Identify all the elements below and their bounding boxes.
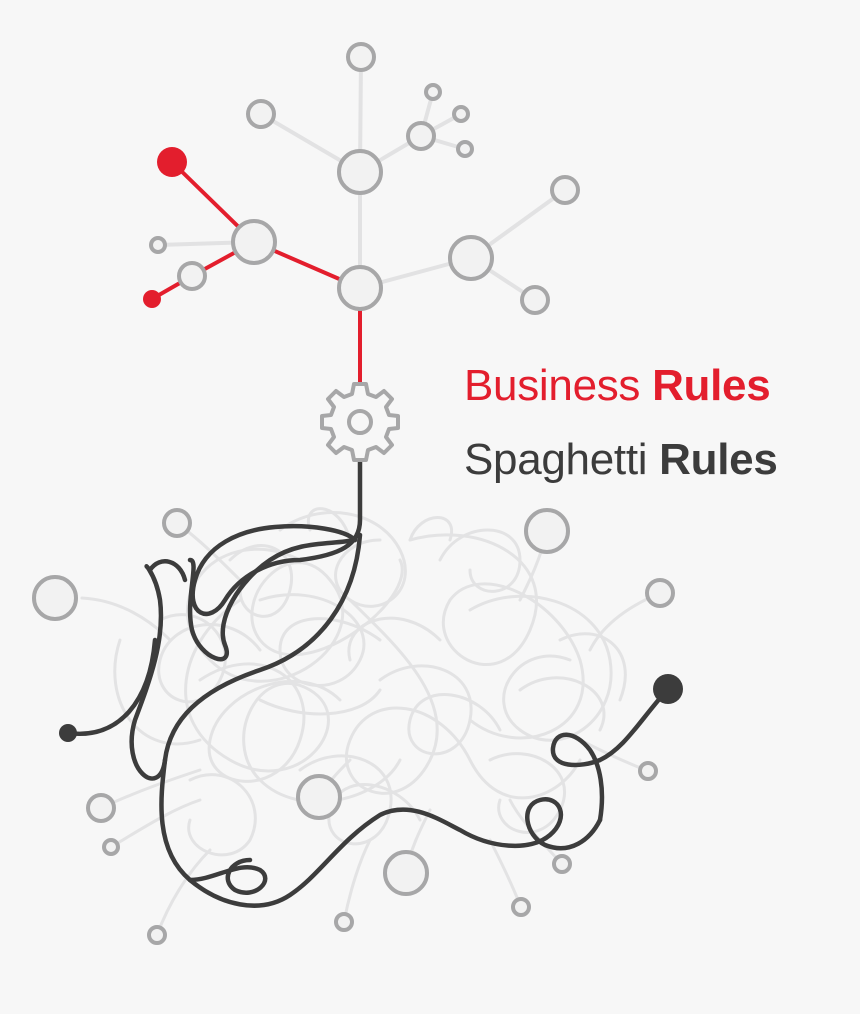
node [162,508,192,538]
node [346,42,376,72]
node [383,850,429,896]
node [337,265,383,311]
node [552,854,572,874]
spaghetti-word: Spaghetti [464,435,648,484]
node [550,175,580,205]
node [334,912,354,932]
node [177,261,207,291]
node [645,578,675,608]
dark-endpoint [59,724,77,742]
spaghetti-rules-path [65,457,671,908]
node [296,774,342,820]
node [511,897,531,917]
dark-endpoint [653,674,683,704]
node [149,236,167,254]
red-endpoint [143,290,161,308]
node [147,925,167,945]
node [456,140,474,158]
node [520,285,550,315]
spaghetti-rules-bold: Rules [659,435,778,484]
spaghetti-rules-label: Spaghetti Rules [464,434,778,486]
business-word: Business [464,361,641,410]
node [424,83,442,101]
node [246,99,276,129]
red-endpoints [143,147,187,308]
gray-nodes [32,42,675,945]
node [452,105,470,123]
node [448,235,494,281]
node [32,575,78,621]
business-rules-bold: Rules [652,361,771,410]
node [86,793,116,823]
red-endpoint [157,147,187,177]
node [524,508,570,554]
node [102,838,120,856]
node [406,121,436,151]
node [231,219,277,265]
node [337,149,383,195]
node [638,761,658,781]
gear-icon [320,382,400,462]
spaghetti-tangle [80,507,662,937]
dark-endpoints [59,674,683,742]
business-rules-label: Business Rules [464,360,771,412]
